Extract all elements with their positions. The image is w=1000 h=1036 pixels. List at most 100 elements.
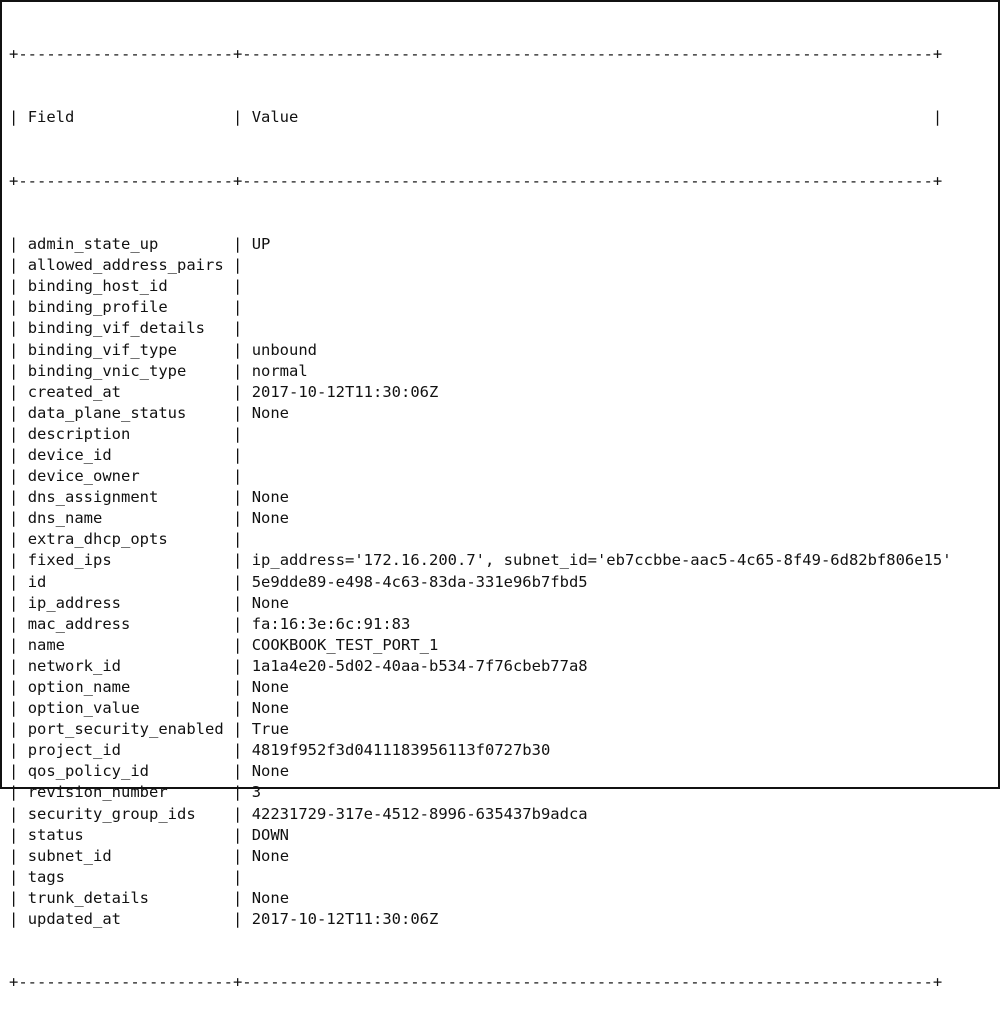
- column-separator: |: [9, 783, 19, 802]
- column-separator: |: [9, 762, 19, 781]
- column-separator: |: [233, 846, 243, 865]
- column-separator: |: [9, 488, 19, 507]
- table-row: | created_at | 2017-10-12T11:30:06Z: [9, 382, 994, 403]
- column-separator: |: [9, 867, 19, 886]
- field-name: binding_vif_type: [27, 340, 177, 359]
- field-name: qos_policy_id: [27, 762, 150, 781]
- table-row: | id | 5e9dde89-e498-4c63-83da-331e96b7f…: [9, 572, 994, 593]
- field-name: trunk_details: [27, 888, 150, 907]
- field-name: project_id: [27, 741, 122, 760]
- table-row: | subnet_id | None: [9, 846, 994, 867]
- column-separator: |: [233, 762, 243, 781]
- field-value: 4819f952f3d0411183956113f0727b30: [251, 741, 551, 760]
- column-separator: |: [233, 741, 243, 760]
- table-top-border: +-----------------------+---------------…: [9, 45, 943, 64]
- column-separator: |: [9, 235, 19, 254]
- field-value: None: [251, 678, 290, 696]
- column-separator: |: [9, 298, 19, 317]
- cli-output-table: +-----------------------+---------------…: [9, 2, 994, 1036]
- table-row: | security_group_ids | 42231729-317e-451…: [9, 804, 994, 825]
- table-row: | network_id | 1a1a4e20-5d02-40aa-b534-7…: [9, 656, 994, 677]
- table-row: | port_security_enabled | True: [9, 719, 994, 740]
- field-value: None: [251, 846, 290, 865]
- column-separator: |: [9, 403, 19, 422]
- field-value: 2017-10-12T11:30:06Z: [251, 910, 439, 929]
- column-separator: |: [9, 551, 19, 570]
- column-separator: |: [9, 445, 19, 464]
- column-separator: |: [233, 888, 243, 907]
- field-value: None: [251, 699, 290, 718]
- field-value: DOWN: [251, 825, 290, 844]
- column-separator: |: [233, 445, 243, 464]
- field-name: dns_assignment: [27, 488, 159, 507]
- column-separator: |: [233, 593, 243, 612]
- table-row: | status | DOWN: [9, 825, 994, 846]
- column-separator: |: [9, 804, 19, 823]
- field-name: tags: [27, 867, 66, 886]
- table-row: | binding_vif_type | unbound: [9, 340, 994, 361]
- field-value: None: [251, 509, 290, 528]
- column-separator: |: [9, 910, 19, 929]
- column-separator: |: [233, 108, 243, 127]
- column-separator: |: [233, 340, 243, 359]
- column-separator: |: [233, 382, 243, 401]
- column-separator: |: [233, 509, 243, 528]
- column-separator: |: [233, 467, 243, 486]
- column-separator: |: [233, 235, 243, 254]
- field-value: None: [251, 762, 290, 781]
- field-name: binding_vif_details: [27, 319, 205, 338]
- table-row: | tags |: [9, 867, 994, 888]
- field-name: dns_name: [27, 509, 103, 528]
- table-row: | qos_policy_id | None: [9, 761, 994, 782]
- column-separator: |: [233, 488, 243, 507]
- column-separator: |: [9, 614, 19, 633]
- column-separator: |: [233, 298, 243, 317]
- field-name: fixed_ips: [27, 551, 112, 570]
- column-header-field: Field: [27, 108, 75, 127]
- column-separator: |: [233, 656, 243, 675]
- field-value: 1a1a4e20-5d02-40aa-b534-7f76cbeb77a8: [251, 656, 588, 675]
- column-separator: |: [233, 910, 243, 929]
- column-separator: |: [233, 614, 243, 633]
- field-value: normal: [251, 361, 308, 380]
- table-row: | binding_host_id |: [9, 276, 994, 297]
- field-name: option_value: [27, 699, 140, 718]
- field-name: device_id: [27, 445, 112, 464]
- column-separator: |: [233, 720, 243, 739]
- field-name: created_at: [27, 382, 122, 401]
- column-separator: |: [9, 846, 19, 865]
- table-bottom-border: +-----------------------+---------------…: [9, 973, 943, 992]
- field-name: binding_host_id: [27, 277, 168, 296]
- screenshot-frame: +-----------------------+---------------…: [0, 0, 1000, 991]
- column-separator: |: [9, 635, 19, 654]
- field-value: None: [251, 403, 290, 422]
- table-body: | admin_state_up | UP| allowed_address_p…: [9, 234, 994, 930]
- field-name: option_name: [27, 678, 131, 696]
- column-separator: |: [9, 382, 19, 401]
- field-name: network_id: [27, 656, 122, 675]
- table-row: | trunk_details | None: [9, 888, 994, 909]
- field-value: None: [251, 593, 290, 612]
- table-row: | device_owner |: [9, 466, 994, 487]
- table-row: | dns_name | None: [9, 508, 994, 529]
- column-header-value: Value: [251, 108, 299, 127]
- table-row: | extra_dhcp_opts |: [9, 529, 994, 550]
- field-value: UP: [251, 235, 271, 254]
- column-separator: |: [233, 867, 243, 886]
- column-separator: |: [233, 572, 243, 591]
- column-separator: |: [9, 108, 19, 127]
- table-row: | device_id |: [9, 445, 994, 466]
- field-value: 2017-10-12T11:30:06Z: [251, 382, 439, 401]
- column-separator: |: [233, 424, 243, 443]
- field-name: ip_address: [27, 593, 122, 612]
- field-value: ip_address='172.16.200.7', subnet_id='eb…: [251, 551, 952, 570]
- column-separator: |: [233, 551, 243, 570]
- table-row: | name | COOKBOOK_TEST_PORT_1: [9, 635, 994, 656]
- column-separator: |: [233, 361, 243, 380]
- field-name: extra_dhcp_opts: [27, 530, 168, 549]
- column-separator: |: [233, 277, 243, 296]
- column-separator: |: [932, 108, 943, 127]
- field-name: updated_at: [27, 910, 122, 929]
- table-row: | updated_at | 2017-10-12T11:30:06Z: [9, 909, 994, 930]
- column-separator: |: [9, 277, 19, 296]
